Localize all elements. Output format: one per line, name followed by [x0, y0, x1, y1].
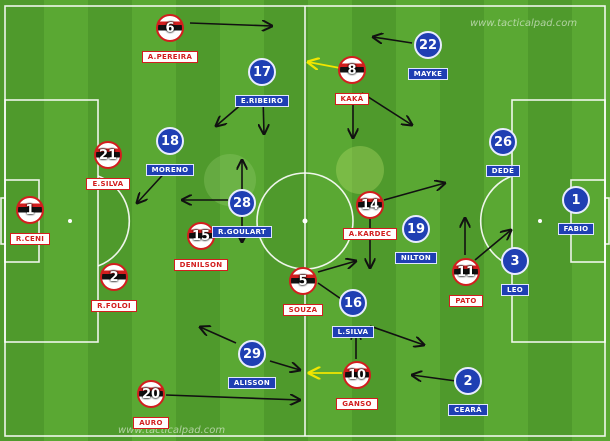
- movement-arrow: [165, 395, 300, 400]
- highlight-arrow: [308, 62, 341, 68]
- shirt-number: 21: [94, 141, 122, 169]
- movement-arrow: [412, 375, 457, 381]
- player-name: KAKÁ: [334, 93, 370, 105]
- player-name: R.GOULART: [212, 226, 272, 238]
- shirt-number: 2: [100, 263, 128, 291]
- shirt-number: 19: [402, 215, 430, 243]
- player-name: L.SILVA: [331, 326, 375, 338]
- movement-arrow: [361, 92, 412, 125]
- crest-watermark-right: [336, 146, 384, 194]
- shirt-number: 22: [414, 31, 442, 59]
- shirt-number: 10: [343, 361, 371, 389]
- movement-arrow: [369, 325, 424, 345]
- shirt-number: 29: [238, 340, 266, 368]
- left-goal: [0, 197, 6, 245]
- shirt-number: 3: [501, 247, 529, 275]
- highlight-arrows: [308, 62, 342, 373]
- shirt-number: 8: [338, 56, 366, 84]
- movement-arrow: [200, 327, 237, 344]
- shirt-number: 6: [156, 14, 184, 42]
- watermark-bottom: www.tacticalpad.com: [118, 425, 226, 436]
- centre-spot: [302, 218, 308, 224]
- watermark-top: www.tacticalpad.com: [470, 18, 578, 29]
- right-goal: [604, 197, 610, 245]
- player-name: SOUZA: [282, 304, 324, 316]
- player-name: A.KARDEC: [342, 228, 398, 240]
- player-name: ALISSON: [227, 377, 277, 389]
- player-name: AURO: [133, 417, 169, 429]
- shirt-number: 18: [156, 127, 184, 155]
- shirt-number: 1: [16, 196, 44, 224]
- player-name: R.FOLOI: [91, 300, 137, 312]
- shirt-number: 16: [339, 289, 367, 317]
- movement-arrow: [189, 23, 272, 26]
- left-penalty-spot: [68, 219, 72, 223]
- player-name: MAYKE: [407, 68, 449, 80]
- shirt-number: 20: [137, 380, 165, 408]
- shirt-number: 5: [289, 267, 317, 295]
- player-name: NILTON: [394, 252, 438, 264]
- right-penalty-spot: [538, 219, 542, 223]
- movement-arrow: [383, 183, 445, 201]
- shirt-number: 1: [562, 186, 590, 214]
- player-name: DEDÉ: [485, 165, 521, 177]
- player-name: E.RIBEIRO: [234, 95, 290, 107]
- player-name: LEO: [500, 284, 530, 296]
- player-name: A.PEREIRA: [141, 51, 199, 63]
- player-name: GANSO: [336, 398, 378, 410]
- player-name: MORENO: [145, 164, 195, 176]
- shirt-number: 11: [452, 258, 480, 286]
- player-name: DENILSON: [173, 259, 229, 271]
- shirt-number: 2: [454, 367, 482, 395]
- shirt-number: 17: [248, 58, 276, 86]
- player-name: FABIO: [557, 223, 595, 235]
- movement-arrow: [373, 37, 413, 43]
- shirt-number: 15: [187, 222, 215, 250]
- shirt-number: 28: [228, 189, 256, 217]
- shirt-number: 26: [489, 128, 517, 156]
- movement-arrow: [317, 261, 356, 273]
- movement-arrow: [474, 230, 511, 261]
- player-name: PATO: [449, 295, 483, 307]
- right-penalty-arc: [479, 175, 513, 267]
- shirt-number: 14: [356, 191, 384, 219]
- player-name: CEARÁ: [448, 404, 488, 416]
- movement-arrow: [269, 360, 300, 370]
- player-name: R.CENI: [9, 233, 51, 245]
- player-name: E.SILVA: [86, 178, 130, 190]
